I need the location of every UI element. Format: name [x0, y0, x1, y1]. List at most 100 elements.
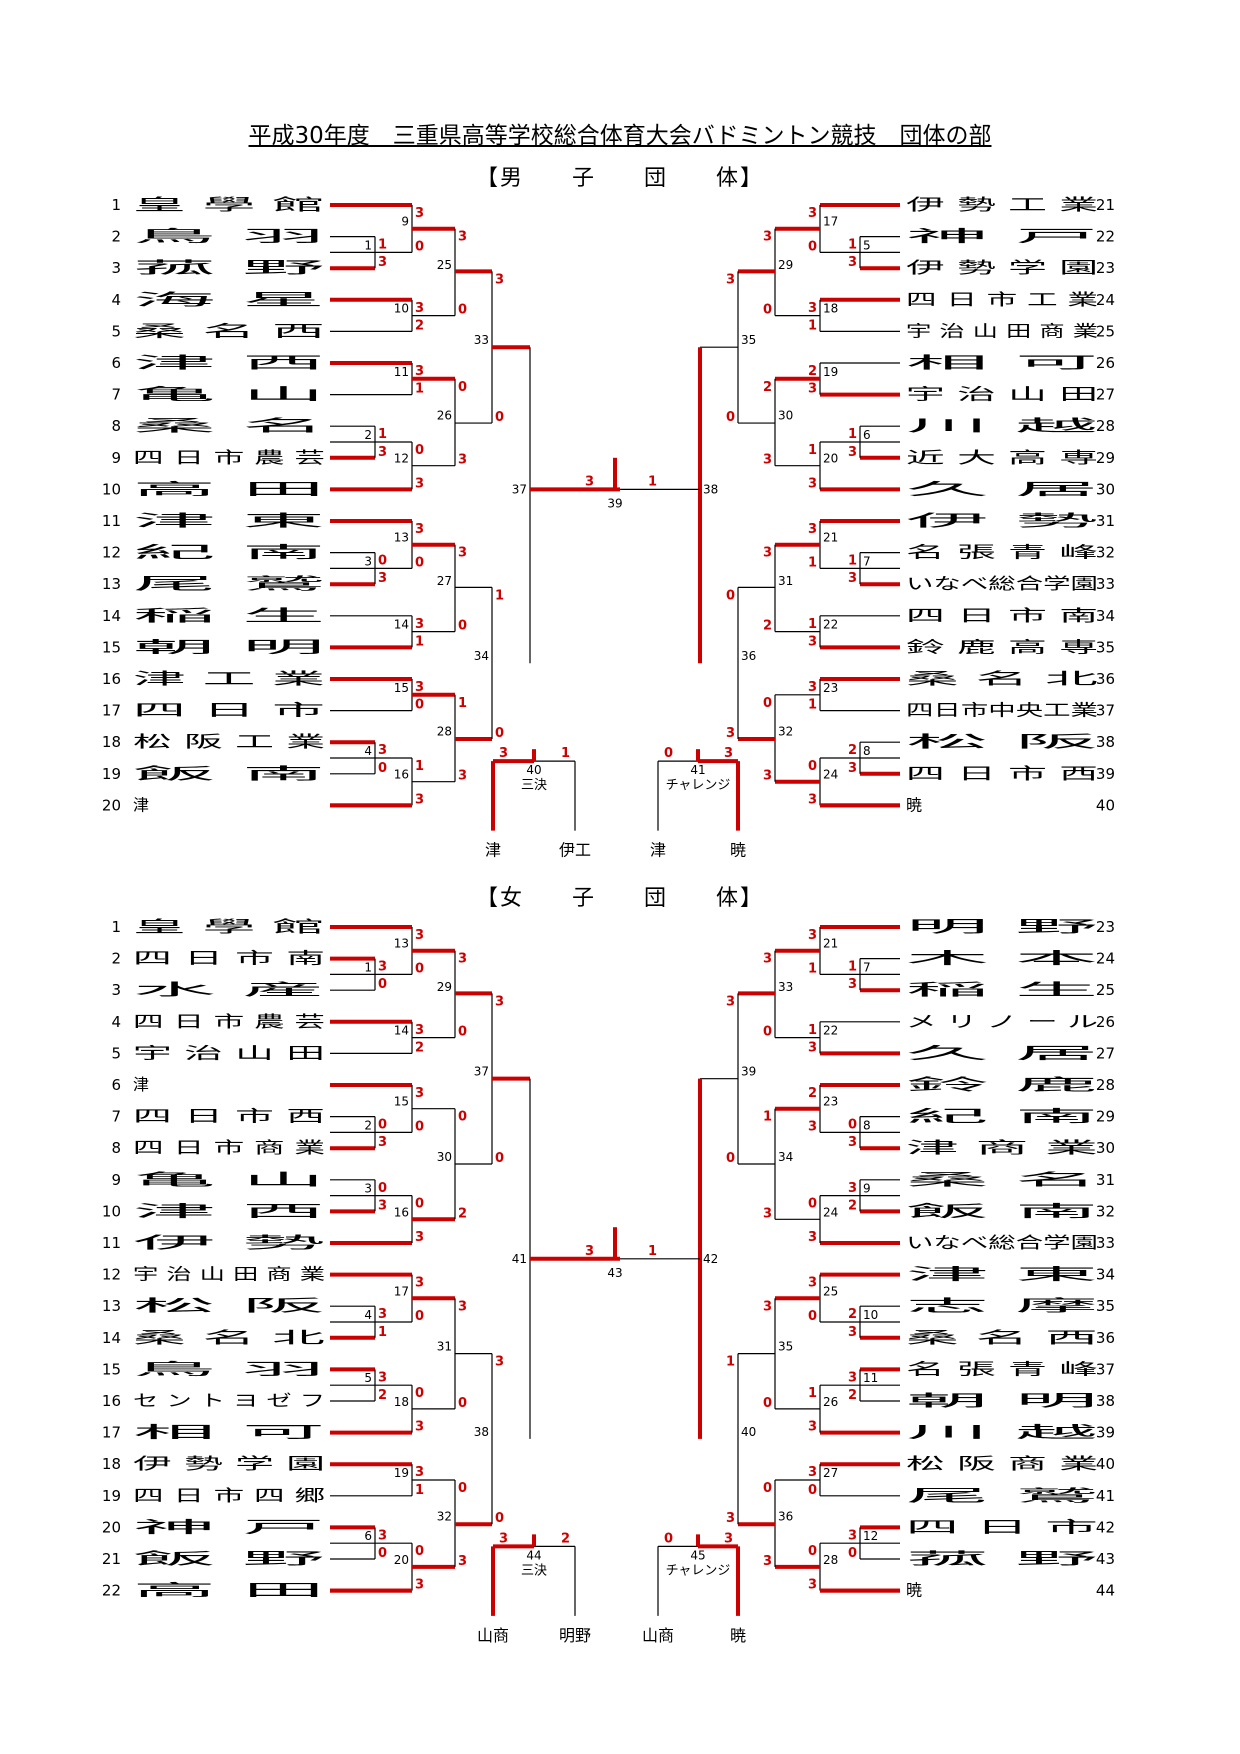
score: 0: [415, 698, 424, 713]
match-number: 17: [823, 215, 838, 229]
team-name: いなべ総合学園: [906, 1233, 1098, 1252]
score: 0: [458, 1025, 467, 1040]
match-number: 16: [394, 1205, 409, 1219]
team-name: 津 東: [906, 1265, 1098, 1284]
score: 1: [378, 427, 387, 442]
team-name: 津 東: [133, 511, 325, 530]
score: 3: [415, 617, 424, 632]
seed-number: 21: [102, 1550, 121, 1568]
seed-number: 39: [1096, 765, 1115, 783]
match-number: 20: [394, 1553, 409, 1567]
seed-number: 8: [111, 417, 121, 435]
team-name: 宇 治 山 田: [133, 1043, 325, 1062]
match-number: 19: [394, 1466, 409, 1480]
score: 0: [808, 1544, 817, 1559]
score: 3: [458, 1554, 467, 1569]
score: 0: [378, 761, 387, 776]
seed-number: 40: [1096, 796, 1115, 814]
score: 0: [415, 1119, 424, 1134]
score: 3: [415, 1578, 424, 1593]
match-number: 13: [394, 937, 409, 951]
score: 0: [415, 1544, 424, 1559]
score: 1: [763, 1110, 772, 1125]
score: 0: [415, 961, 424, 976]
score: 2: [848, 1198, 857, 1213]
team-name: 松 阪 商 業: [906, 1454, 1098, 1473]
score: 0: [458, 1481, 467, 1496]
score: 3: [495, 994, 504, 1009]
match-number: 42: [703, 1252, 718, 1266]
team-name: 神 戸: [906, 227, 1098, 246]
score: 0: [378, 554, 387, 569]
score: 0: [726, 588, 735, 603]
score: 0: [415, 555, 424, 570]
match-number: 27: [823, 1466, 838, 1480]
score: 1: [848, 238, 857, 253]
seed-number: 15: [102, 638, 121, 656]
match-number: 10: [863, 1308, 878, 1322]
score: 1: [648, 1244, 657, 1259]
result-team: 津: [485, 841, 501, 860]
score: 0: [763, 1481, 772, 1496]
team-name: 近 大 高 専: [906, 448, 1098, 467]
score: 1: [808, 443, 817, 458]
team-name: 津: [133, 795, 149, 814]
seed-number: 12: [102, 544, 121, 562]
match-number: 17: [394, 1284, 409, 1298]
seed-number: 25: [1096, 322, 1115, 340]
score: 3: [415, 928, 424, 943]
match-number: 14: [394, 1024, 409, 1038]
score: 3: [763, 1299, 772, 1314]
seed-number: 18: [102, 733, 121, 751]
team-name: 木 本: [906, 949, 1098, 968]
seed-number: 5: [111, 322, 121, 340]
score: 3: [808, 1578, 817, 1593]
score: 3: [763, 769, 772, 784]
score: 1: [808, 555, 817, 570]
score: 3: [415, 1230, 424, 1245]
score: 0: [808, 1197, 817, 1212]
seed-number: 19: [102, 765, 121, 783]
match-label: チャレンジ: [666, 778, 731, 793]
match-number: 41: [512, 1252, 527, 1266]
score: 3: [808, 1276, 817, 1291]
match-number: 22: [823, 618, 838, 632]
match-number: 24: [823, 1205, 838, 1219]
match-number: 37: [512, 482, 527, 496]
match-number: 23: [823, 681, 838, 695]
score: 3: [808, 1420, 817, 1435]
seed-number: 34: [1096, 1266, 1115, 1284]
score: 0: [415, 1386, 424, 1401]
team-name: 津 商 業: [906, 1138, 1098, 1157]
team-name: 志 摩: [906, 1296, 1098, 1315]
score: 3: [415, 1086, 424, 1101]
score: 1: [415, 1483, 424, 1498]
match-number: 18: [394, 1395, 409, 1409]
match-number: 34: [778, 1150, 793, 1164]
score: 1: [808, 1023, 817, 1038]
score: 3: [848, 977, 857, 992]
seed-number: 20: [102, 1518, 121, 1536]
team-name: 鳥 羽: [133, 227, 325, 246]
match-number: 14: [394, 618, 409, 632]
score: 0: [495, 1151, 504, 1166]
team-name: 川 越: [906, 416, 1098, 435]
team-name: 川 越: [906, 1423, 1098, 1442]
score: 3: [848, 761, 857, 776]
seed-number: 3: [111, 981, 121, 999]
seed-number: 8: [111, 1139, 121, 1157]
seed-number: 5: [111, 1044, 121, 1062]
seed-number: 10: [102, 1202, 121, 1220]
seed-number: 6: [111, 1076, 121, 1094]
match-number: 15: [394, 1095, 409, 1109]
score: 0: [808, 759, 817, 774]
score: 3: [808, 522, 817, 537]
score: 3: [808, 1119, 817, 1134]
score: 0: [763, 1025, 772, 1040]
seed-number: 38: [1096, 733, 1115, 751]
team-name: 四 日 市 南: [906, 606, 1098, 625]
score: 3: [763, 546, 772, 561]
team-name: 桑 名 西: [906, 1328, 1098, 1347]
score: 1: [808, 1386, 817, 1401]
seed-number: 9: [111, 449, 121, 467]
